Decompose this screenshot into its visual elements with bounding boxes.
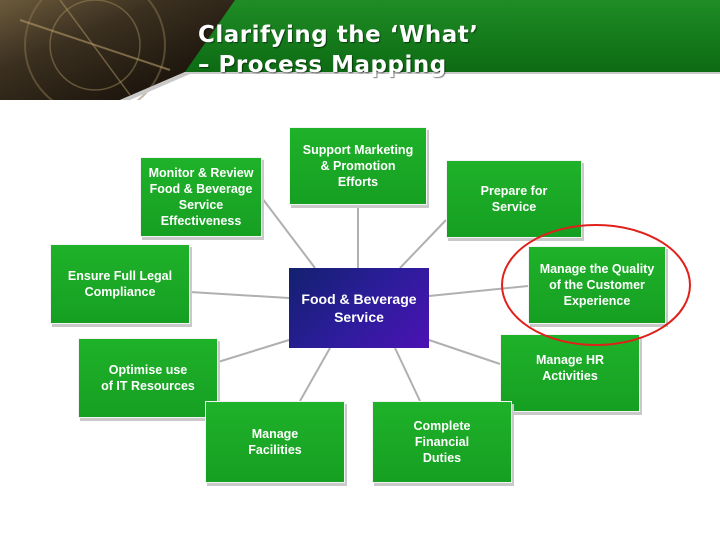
node-label: Manage HR Activities [535, 353, 605, 383]
node-label: Manage Facilities [248, 427, 302, 457]
node-hr-activities: Manage HR Activities [500, 334, 640, 412]
node-prepare-service: Prepare for Service [446, 160, 582, 238]
connector-monitor-review [261, 197, 316, 269]
title-line-1: Clarifying the ‘What’ [198, 22, 479, 48]
node-label: Manage the Quality of the Customer Exper… [539, 262, 655, 308]
header-photo [0, 0, 235, 100]
node-label: Support Marketing & Promotion Efforts [302, 143, 414, 189]
node-it-resources: Optimise use of IT Resources [78, 338, 218, 418]
slide-title: Clarifying the ‘What’ – Process Mapping [198, 20, 698, 80]
node-monitor-review: Monitor & Review Food & Beverage Service… [140, 157, 262, 237]
node-label: Ensure Full Legal Compliance [67, 269, 173, 299]
node-customer-experience: Manage the Quality of the Customer Exper… [528, 246, 666, 324]
slide-header: Clarifying the ‘What’ – Process Mapping [0, 0, 720, 100]
connector-legal-compliance [189, 291, 290, 299]
header-background [0, 0, 720, 100]
node-financial-duties: Complete Financial Duties [372, 401, 512, 483]
node-legal-compliance: Ensure Full Legal Compliance [50, 244, 190, 324]
node-facilities: Manage Facilities [205, 401, 345, 483]
connector-hr-activities [428, 339, 501, 365]
node-label: Prepare for Service [480, 184, 548, 214]
center-node-label: Food & Beverage Service [301, 291, 417, 325]
title-line-2: – Process Mapping [198, 52, 447, 78]
connector-prepare-service [399, 219, 447, 269]
center-node-food-beverage-service: Food & Beverage Service [289, 268, 429, 348]
connector-it-resources [217, 339, 290, 363]
node-label: Monitor & Review Food & Beverage Service… [148, 166, 254, 228]
connector-facilities [299, 347, 331, 402]
node-label: Optimise use of IT Resources [101, 363, 195, 393]
connector-financial-duties [394, 347, 421, 402]
node-label: Complete Financial Duties [413, 419, 471, 465]
connector-customer-experience [428, 285, 529, 297]
node-support-marketing: Support Marketing & Promotion Efforts [289, 127, 427, 205]
